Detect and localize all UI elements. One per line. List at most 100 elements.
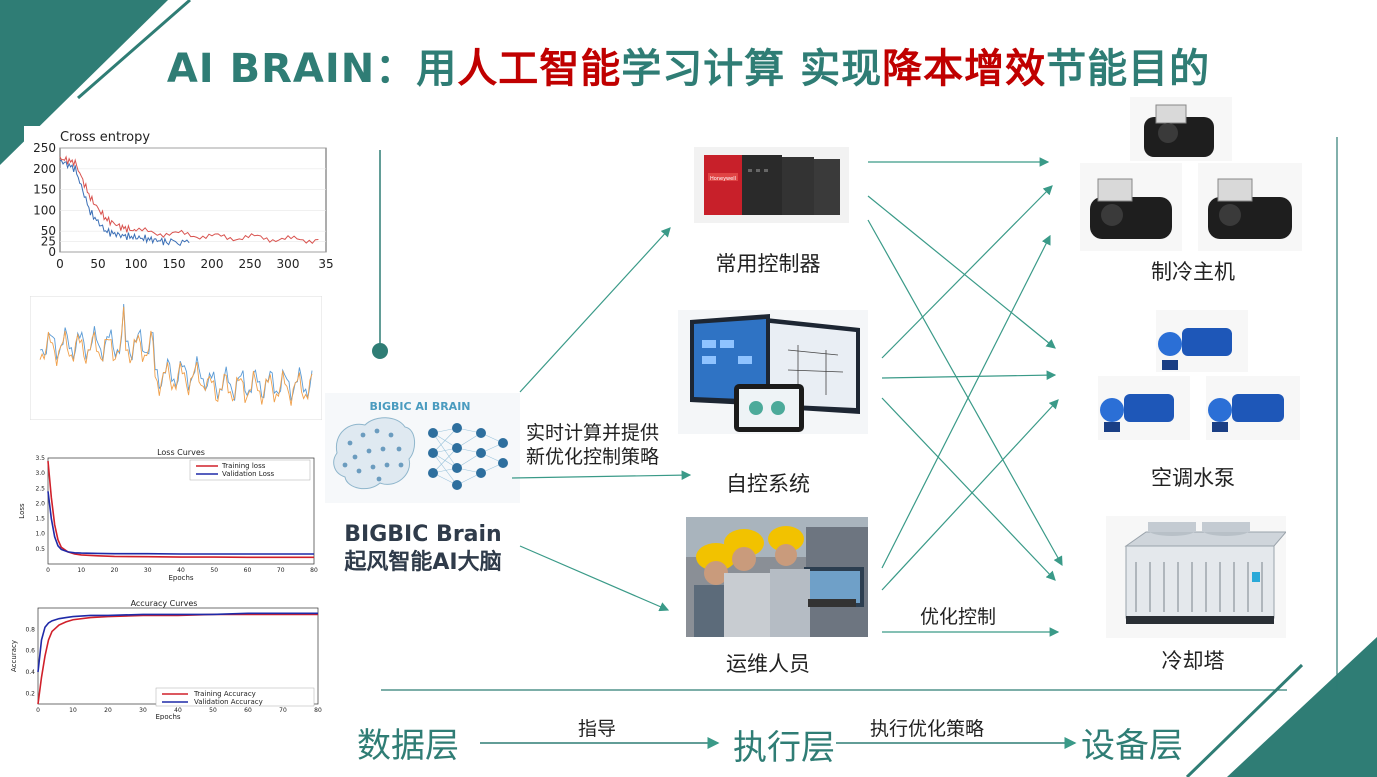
legend-box [189, 459, 311, 481]
x-tick-label: 70 [277, 567, 285, 574]
plot-frame [47, 457, 315, 565]
page-title: AI BRAIN：用人工智能学习计算 实现降本增效节能目的 [0, 36, 1377, 94]
operators-photo [686, 517, 868, 637]
data-connector-line [372, 150, 388, 359]
x-tick-label: 0 [46, 567, 50, 574]
controller-label: 常用控制器 [715, 252, 821, 276]
timeseries-chart [30, 296, 322, 420]
x-tick-label: 35 [318, 257, 333, 271]
title-part: 节能目的 [1046, 46, 1211, 92]
autosys-label: 自控系统 [726, 472, 810, 496]
x-axis-label: Epochs [168, 574, 193, 582]
x-tick-label: 0 [56, 257, 64, 271]
title-part: AI BRAIN：用 [166, 46, 458, 92]
y-tick-label: 1.5 [35, 516, 45, 523]
x-tick-label: 20 [111, 567, 119, 574]
x-tick-label: 40 [174, 707, 182, 714]
operator-label: 运维人员 [726, 652, 810, 676]
series-line [39, 306, 313, 406]
y-tick-label: 100 [33, 203, 56, 217]
x-tick-label: 100 [125, 257, 148, 271]
x-tick-label: 250 [239, 257, 262, 271]
y-tick-label: 3.5 [35, 455, 45, 462]
cooling-tower-image [1106, 516, 1286, 638]
y-axis-label: Accuracy [10, 640, 18, 672]
optimize-annotation: 优化控制 [920, 606, 997, 628]
x-tick-label: 60 [244, 707, 252, 714]
ai-brain-graphic: BIGBIC AI BRAIN [325, 393, 520, 503]
chart-title: Accuracy Curves [131, 599, 198, 608]
realtime-annotation-line2: 新优化控制策略 [526, 446, 660, 468]
data-layer-label: 数据层 [357, 726, 459, 766]
y-tick-label: 2.5 [35, 485, 45, 492]
y-tick-label: 0.4 [25, 669, 35, 676]
top-left-corner-decoration [0, 0, 191, 165]
x-tick-label: 50 [209, 707, 217, 714]
chart-background [30, 296, 322, 420]
x-axis-label: Epochs [155, 713, 180, 720]
y-tick-label: 0.5 [35, 546, 45, 553]
x-tick-label: 0 [36, 707, 40, 714]
x-tick-label: 80 [310, 567, 318, 574]
chart-background [24, 126, 334, 278]
series-line [59, 155, 319, 245]
series-line [47, 491, 314, 555]
x-tick-label: 80 [314, 707, 322, 714]
legend-box [155, 687, 315, 707]
cooling-tower-label: 冷却塔 [1161, 649, 1225, 673]
realtime-annotation: 实时计算并提供 新优化控制策略 [526, 421, 659, 469]
brain-name-cn: 起风智能AI大脑 [344, 550, 502, 575]
legend-label: Training loss [221, 462, 266, 470]
y-tick-label: 200 [33, 162, 56, 176]
device-layer-label: 设备层 [1081, 726, 1183, 766]
y-tick-label: 150 [33, 183, 56, 197]
chart-title: Cross entropy [60, 130, 150, 145]
chiller-image [1080, 97, 1302, 251]
x-tick-label: 50 [90, 257, 105, 271]
series-line [37, 612, 318, 673]
x-tick-label: 10 [69, 707, 77, 714]
x-tick-label: 200 [201, 257, 224, 271]
series-line [47, 460, 314, 559]
autosys-image [678, 310, 868, 434]
bottom-right-corner-decoration [1185, 637, 1377, 777]
pump-image [1098, 310, 1300, 440]
legend-label: Validation Loss [222, 470, 274, 478]
x-tick-label: 10 [77, 567, 85, 574]
y-axis-label: Loss [18, 503, 26, 519]
legend-label: Validation Accuracy [194, 698, 263, 706]
title-highlight: 人工智能 [457, 46, 622, 92]
brain-badge-text: BIGBIC AI BRAIN [370, 400, 471, 413]
chiller-label: 制冷主机 [1151, 260, 1235, 284]
x-tick-label: 50 [210, 567, 218, 574]
y-tick-label: 0 [48, 245, 56, 259]
y-tick-label: 3.0 [35, 470, 45, 477]
exec-strategy-annotation: 执行优化策略 [870, 718, 985, 740]
x-tick-label: 20 [104, 707, 112, 714]
y-tick-label: 0.6 [25, 648, 35, 655]
brain-name-en: BIGBIC Brain [344, 522, 502, 547]
exec-layer-label: 执行层 [733, 728, 835, 768]
guide-annotation: 指导 [578, 718, 617, 740]
x-tick-label: 30 [144, 567, 152, 574]
realtime-annotation-line1: 实时计算并提供 [526, 422, 660, 444]
y-tick-label: 50 [41, 224, 56, 238]
x-tick-label: 300 [277, 257, 300, 271]
y-tick-label: 1.0 [35, 531, 45, 538]
pump-label: 空调水泵 [1151, 466, 1235, 490]
x-tick-label: 30 [139, 707, 147, 714]
controller-brand-text: Honeywell [710, 176, 736, 182]
brain-name: BIGBIC Brain 起风智能AI大脑 [318, 521, 528, 577]
series-line [59, 159, 190, 247]
x-tick-label: 150 [163, 257, 186, 271]
y-tick-label: 0.2 [25, 690, 35, 697]
title-highlight: 降本增效 [882, 46, 1047, 92]
legend-label: Training Accuracy [193, 690, 256, 698]
x-tick-label: 70 [279, 707, 287, 714]
controller-image: Honeywell [694, 147, 849, 223]
x-tick-label: 40 [177, 567, 185, 574]
